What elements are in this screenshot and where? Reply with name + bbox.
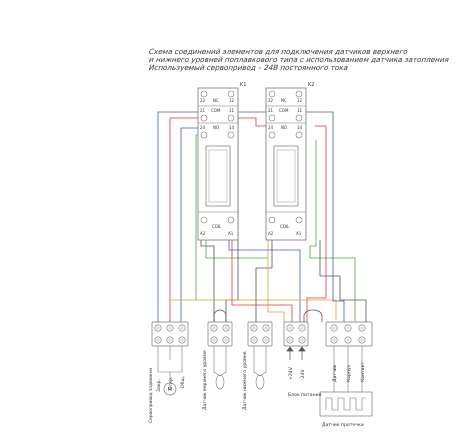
servo-m-label: M bbox=[168, 387, 172, 393]
relay-k2-term-21: 21 bbox=[268, 108, 274, 113]
relay-k2-id: K2 bbox=[308, 82, 314, 88]
power-arrows bbox=[286, 346, 306, 360]
lower-wires bbox=[157, 346, 363, 392]
wire-green-2 bbox=[309, 140, 356, 322]
relay-k2-com-label: COM bbox=[279, 108, 289, 113]
label-open: Откр. bbox=[168, 377, 174, 390]
relay-k2-term-no: NO bbox=[281, 125, 287, 130]
label-lower-sensor: Датчик нижнего уровня bbox=[242, 351, 248, 410]
relay-k1-term-14: 14 bbox=[229, 125, 235, 130]
relay-k2-term-24: 24 bbox=[268, 125, 274, 130]
relay-k2-term-a1: A1 bbox=[296, 231, 302, 236]
terminal-screw-crosses bbox=[156, 326, 364, 342]
relay-k1-id: K1 bbox=[240, 82, 246, 88]
relay-k2-term-nc: NC bbox=[281, 98, 287, 103]
flood-sensor bbox=[319, 391, 373, 417]
wire-loop-1 bbox=[213, 309, 227, 322]
relay-k2-term-a2: A2 bbox=[268, 231, 274, 236]
wire-blue-2 bbox=[180, 127, 204, 322]
relay-k1-coil-label: COIL bbox=[212, 224, 222, 229]
wire-black-3 bbox=[255, 240, 273, 322]
relay-k2-term-12: 12 bbox=[297, 98, 303, 103]
relay-k1-term-a2: A2 bbox=[200, 231, 206, 236]
wire-blue-4 bbox=[228, 240, 301, 322]
label-plus-24v: +24V bbox=[288, 366, 294, 380]
wire-red-3 bbox=[306, 125, 327, 322]
relay-k1-term-nc: NC bbox=[213, 98, 219, 103]
relay-k2-term-22: 22 bbox=[268, 98, 274, 103]
relay-k2-coil-label: COIL bbox=[280, 224, 290, 229]
label-flood-sensor: Датчик протечки bbox=[322, 422, 364, 428]
servo-drive: M bbox=[157, 360, 183, 396]
relay-k1-term-21: 21 bbox=[200, 108, 206, 113]
wire-green-3 bbox=[205, 240, 268, 259]
label-common: Общ. bbox=[180, 376, 186, 388]
terminal-labels: Закр. Откр. Общ. Датчик верхнего уровня … bbox=[156, 350, 366, 410]
relay-k1-term-12: 12 bbox=[229, 98, 235, 103]
label-power-supply: Блок питания bbox=[288, 392, 322, 398]
relay-k1-term-24: 24 bbox=[200, 125, 206, 130]
wire-orange-1 bbox=[170, 299, 337, 320]
relay-k2-term-11: 11 bbox=[297, 108, 303, 113]
relay-k1-term-a1: A1 bbox=[228, 231, 234, 236]
terminal-blocks bbox=[151, 321, 373, 347]
relay-k1-term-11: 11 bbox=[229, 108, 235, 113]
label-contact: Контакт bbox=[360, 362, 366, 382]
wires bbox=[157, 98, 367, 322]
label-close: Закр. bbox=[156, 379, 162, 392]
float-sensors bbox=[213, 362, 267, 390]
wire-blue-1 bbox=[157, 111, 345, 322]
label-minus-24v: -24V bbox=[300, 368, 306, 380]
relay-k1-term-22: 22 bbox=[200, 98, 206, 103]
label-upper-sensor: Датчик верхнего уровня bbox=[202, 350, 208, 410]
wire-loop-2 bbox=[303, 309, 323, 322]
relay-k2-term-14: 14 bbox=[297, 125, 303, 130]
wire-red-1 bbox=[169, 117, 204, 322]
label-servo: Сервопривод задвижки bbox=[148, 368, 154, 423]
relay-k2: K2 22 NC 12 21 COM 11 24 NO 14 COIL A2 A… bbox=[265, 82, 314, 241]
label-case: Корпус bbox=[346, 364, 352, 382]
relay-k1-term-no: NO bbox=[213, 125, 219, 130]
label-sensor: Датчик bbox=[332, 364, 338, 382]
relay-k1-com-label: COM bbox=[211, 108, 221, 113]
wire-black-4 bbox=[319, 240, 367, 322]
wire-orange-2 bbox=[267, 240, 285, 322]
wire-red-4 bbox=[231, 240, 293, 322]
relay-k1: K1 22 NC 12 21 COM 11 24 NO 14 COIL A2 A… bbox=[197, 82, 246, 241]
